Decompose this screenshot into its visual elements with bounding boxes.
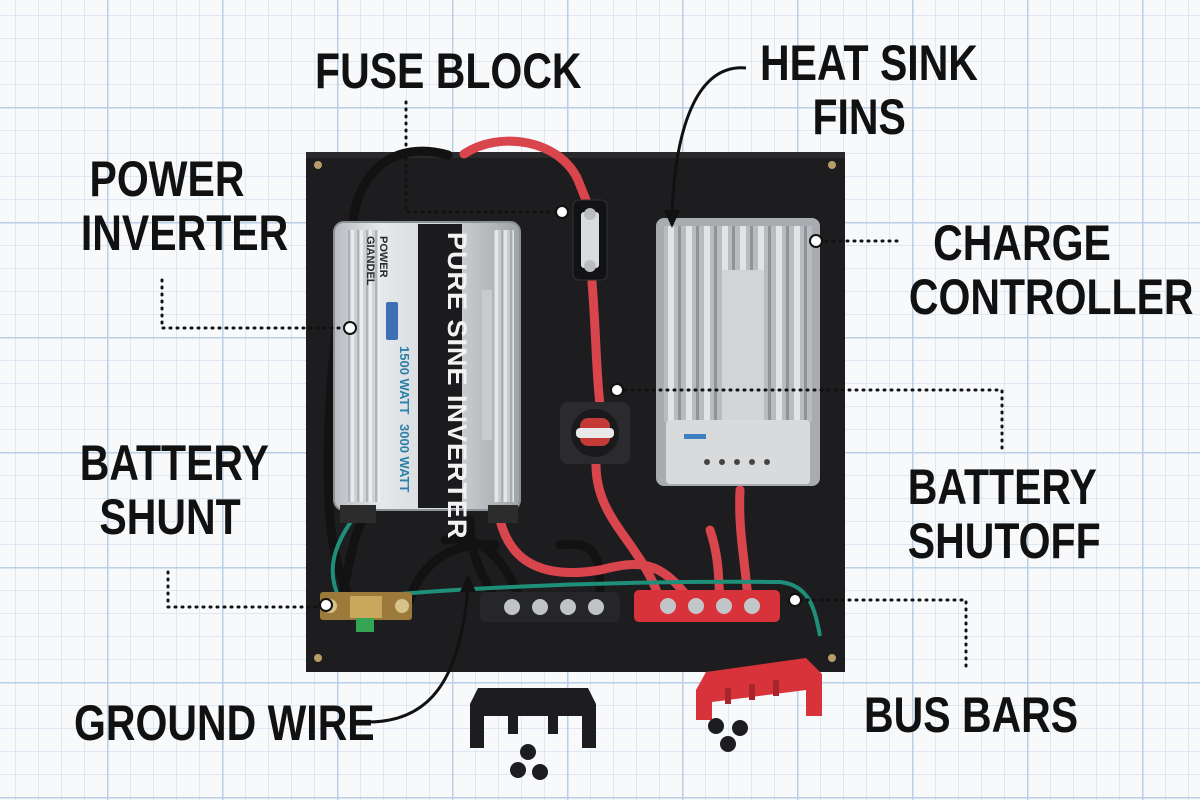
label-power-inverter: POWER INVERTER [80, 151, 289, 261]
black-bus-bar [480, 592, 620, 622]
label-charge-controller-line-1: CHARGE [933, 215, 1111, 271]
label-battery-shunt-line-2: SHUNT [99, 489, 241, 545]
label-battery-shutoff-line-2: SHUTOFF [907, 513, 1101, 569]
arrow-head-ground-wire [460, 574, 476, 592]
inverter-rating-2: 3000 WATT [397, 424, 412, 492]
charge-controller [656, 218, 820, 486]
inverter-title: PURE SINE INVERTER [442, 232, 472, 540]
label-battery-shutoff-line-1: BATTERY [907, 459, 1097, 515]
inverter-brand-bottom: POWER [377, 236, 389, 278]
label-battery-shunt-line-1: BATTERY [79, 435, 269, 491]
label-bus-bars-text: BUS BARS [864, 687, 1079, 743]
label-power-inverter-line-2: INVERTER [80, 205, 289, 261]
label-fuse-block: FUSE BLOCK [315, 44, 582, 98]
black-bus-bar-cover [470, 688, 596, 780]
battery-shutoff-switch [560, 402, 630, 464]
label-battery-shunt: BATTERY SHUNT [79, 435, 269, 545]
label-ground-wire-text: GROUND WIRE [74, 695, 375, 751]
label-fuse-block-text: FUSE BLOCK [315, 43, 582, 99]
power-inverter: PURE SINE INVERTER GIANDEL POWER 1500 WA… [333, 221, 521, 540]
leader-lines [160, 100, 1004, 674]
label-power-inverter-line-1: POWER [89, 151, 245, 207]
battery-shunt [320, 592, 412, 632]
ground-wire [330, 518, 822, 637]
label-battery-shutoff: BATTERY SHUTOFF [907, 459, 1101, 569]
label-heat-sink-line-2: FINS [812, 89, 906, 145]
label-heat-sink-line-1: HEAT SINK [760, 35, 978, 91]
red-bus-bar-cover [696, 658, 822, 752]
label-bus-bars: BUS BARS [864, 688, 1078, 742]
label-charge-controller: CHARGE CONTROLLER [908, 215, 1194, 325]
fuse-block [572, 199, 608, 281]
callout-dots [319, 205, 823, 612]
arrow-head-heat-sink [664, 210, 680, 228]
inverter-rating-1: 1500 WATT [397, 346, 412, 414]
red-bus-bar [634, 590, 780, 622]
label-charge-controller-line-2: CONTROLLER [908, 269, 1194, 325]
label-ground-wire: GROUND WIRE [74, 696, 375, 750]
inverter-brand-top: GIANDEL [364, 236, 376, 286]
arrow-leaders [367, 66, 747, 724]
label-heat-sink-fins: HEAT SINK FINS [760, 36, 978, 144]
